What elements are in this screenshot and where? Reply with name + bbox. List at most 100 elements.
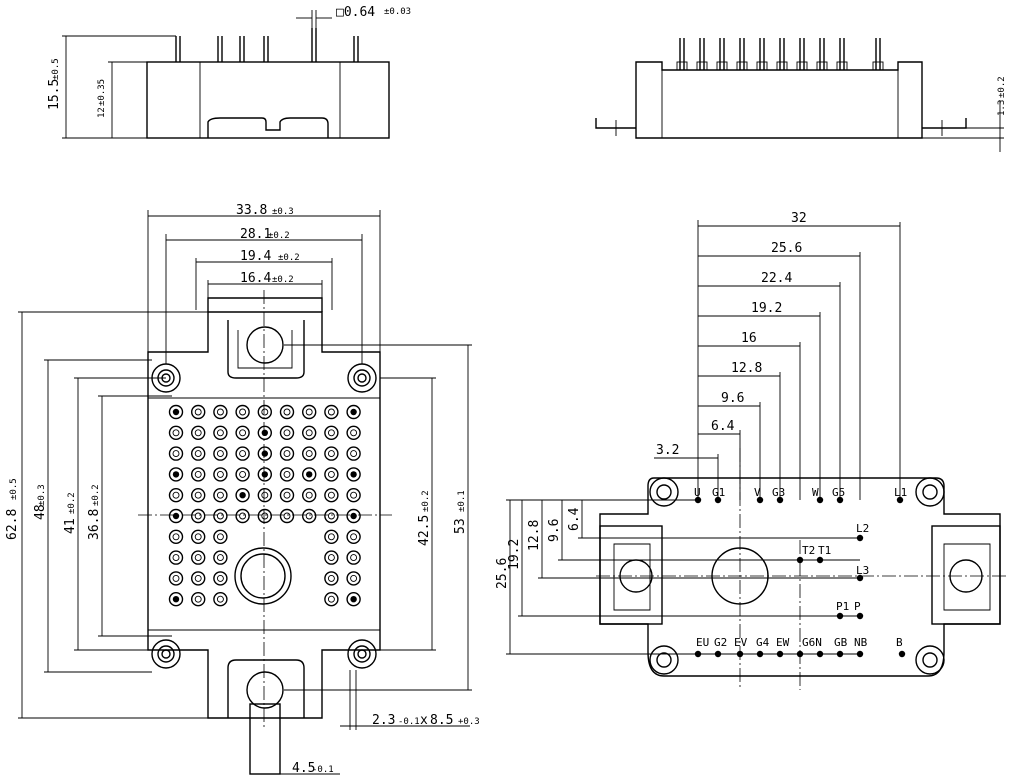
h-dim-label: 6.4 [711, 419, 735, 434]
pin-label-eu: EU [696, 636, 709, 649]
pin-grid-hole [213, 571, 228, 586]
h-dim-label: 25.6 [771, 241, 802, 256]
pin-label-g2: G2 [714, 636, 727, 649]
pin-label-gb: GB [834, 636, 848, 649]
end-view-pin [776, 38, 788, 71]
h-dim-label: 19.2 [751, 301, 782, 316]
pin-offset-label: 1.3 [997, 100, 1007, 116]
pin-grid-hole [190, 488, 206, 503]
pin-grid-hole [302, 404, 317, 420]
end-view-pin [736, 38, 748, 71]
slot-length: 8.5 [430, 713, 453, 728]
side-view: □0.64 ±0.03 15.5 ±0.5 12 ±0.35 [47, 5, 411, 139]
pin-label-t2: T2 [802, 544, 815, 557]
hole-span: 48 [33, 504, 48, 520]
pin-grid-hole [190, 529, 206, 544]
pin-grid-hole [213, 425, 228, 440]
pin-grid-hole [324, 508, 339, 524]
pin-grid-hole [168, 404, 184, 420]
pin-grid-hole [213, 488, 228, 503]
end-view-pin [716, 38, 728, 71]
overall-height-label: 15.5 [47, 79, 62, 110]
pin-grid-hole [279, 467, 295, 482]
mounting-hole [347, 363, 377, 393]
pin-label-u: U [694, 486, 701, 499]
overall-height-tol: ±0.5 [51, 58, 61, 80]
h-dim-label: 32 [791, 211, 807, 226]
pin-label-p: P [854, 600, 861, 613]
pin-grid-hole [168, 425, 184, 440]
slot-width-tol: -0.1 [398, 717, 420, 727]
h-dim-label: 22.4 [761, 271, 792, 286]
pin-grid-hole [257, 467, 272, 482]
slot-width: 2.3 [372, 713, 395, 728]
pin-grid-hole [302, 508, 317, 524]
pin-size-label: □0.64 [336, 5, 375, 20]
pin-grid-hole [213, 446, 228, 461]
pin-grid-hole [257, 404, 272, 420]
pin-grid-hole [257, 425, 272, 440]
pin-grid-hole [190, 550, 206, 565]
v-dim-label: 19.2 [507, 539, 522, 570]
pin-grid-hole [213, 467, 228, 482]
pin-label-b: B [896, 636, 903, 649]
grid-span: 41 [63, 518, 78, 534]
h-dim-label: 16 [741, 331, 757, 346]
pin-label-w: W [812, 486, 819, 499]
pin-grid-hole [346, 488, 361, 503]
pin-grid-hole [346, 467, 361, 482]
width-outer-tol: ±0.3 [272, 207, 294, 217]
pin-grid-hole [168, 467, 184, 482]
pin-grid-hole [346, 529, 361, 544]
pin-grid-hole [302, 488, 317, 503]
body-height-label: 12 [97, 107, 107, 118]
h-dim-label: 9.6 [721, 391, 744, 406]
mounting-hole [151, 639, 181, 669]
pin-grid-hole [235, 488, 250, 503]
pin-grid-hole [213, 508, 228, 524]
pin-grid-hole [168, 446, 184, 461]
v-dim-label: 25.6 [495, 558, 510, 589]
pin-grid-hole [257, 446, 272, 461]
pin-grid-hole [346, 425, 361, 440]
pin-grid-hole [190, 425, 206, 440]
pin-grid-hole [235, 404, 250, 420]
right-span-tol: ±0.2 [421, 490, 431, 512]
pin-grid-hole [235, 467, 250, 482]
width-4-tol: ±0.2 [272, 275, 294, 285]
body-length: 53 [453, 518, 468, 534]
pin-grid-hole [190, 404, 206, 420]
pin-label-l2: L2 [856, 522, 869, 535]
terminal-pin [898, 650, 906, 658]
pin-grid-hole [279, 488, 295, 503]
pin-grid-hole [324, 467, 339, 482]
mounting-hole [915, 645, 945, 675]
pin-grid-hole [190, 592, 206, 607]
pin-grid-hole [168, 592, 184, 607]
pin-grid-hole [324, 488, 339, 503]
right-span: 42.5 [417, 515, 432, 546]
pin-label-v: V [754, 486, 761, 499]
end-view-pin [756, 38, 768, 71]
total-length: 62.8 [5, 509, 20, 540]
body-height-tol: ±0.35 [97, 79, 107, 106]
v-dim-label: 12.8 [527, 520, 542, 551]
grid-span-tol: ±0.2 [67, 492, 77, 514]
width-4: 16.4 [240, 271, 271, 286]
pin-grid-hole [324, 529, 339, 544]
h-dim-label: 3.2 [656, 443, 679, 458]
pin-grid-hole [324, 404, 339, 420]
width-outer: 33.8 [236, 203, 267, 218]
pin-grid-hole [302, 425, 317, 440]
pin-grid-hole [235, 446, 250, 461]
pin-grid-hole [346, 404, 361, 420]
pin-grid-hole [346, 571, 361, 586]
pin-grid-hole [302, 446, 317, 461]
mounting-hole [649, 645, 679, 675]
end-view: 1.3 ±0.2 [595, 38, 1007, 152]
width-3-tol: ±0.2 [278, 253, 300, 263]
end-view-pin [696, 38, 708, 71]
pin-label-p1: P1 [836, 600, 849, 613]
end-view-pin [872, 38, 884, 71]
